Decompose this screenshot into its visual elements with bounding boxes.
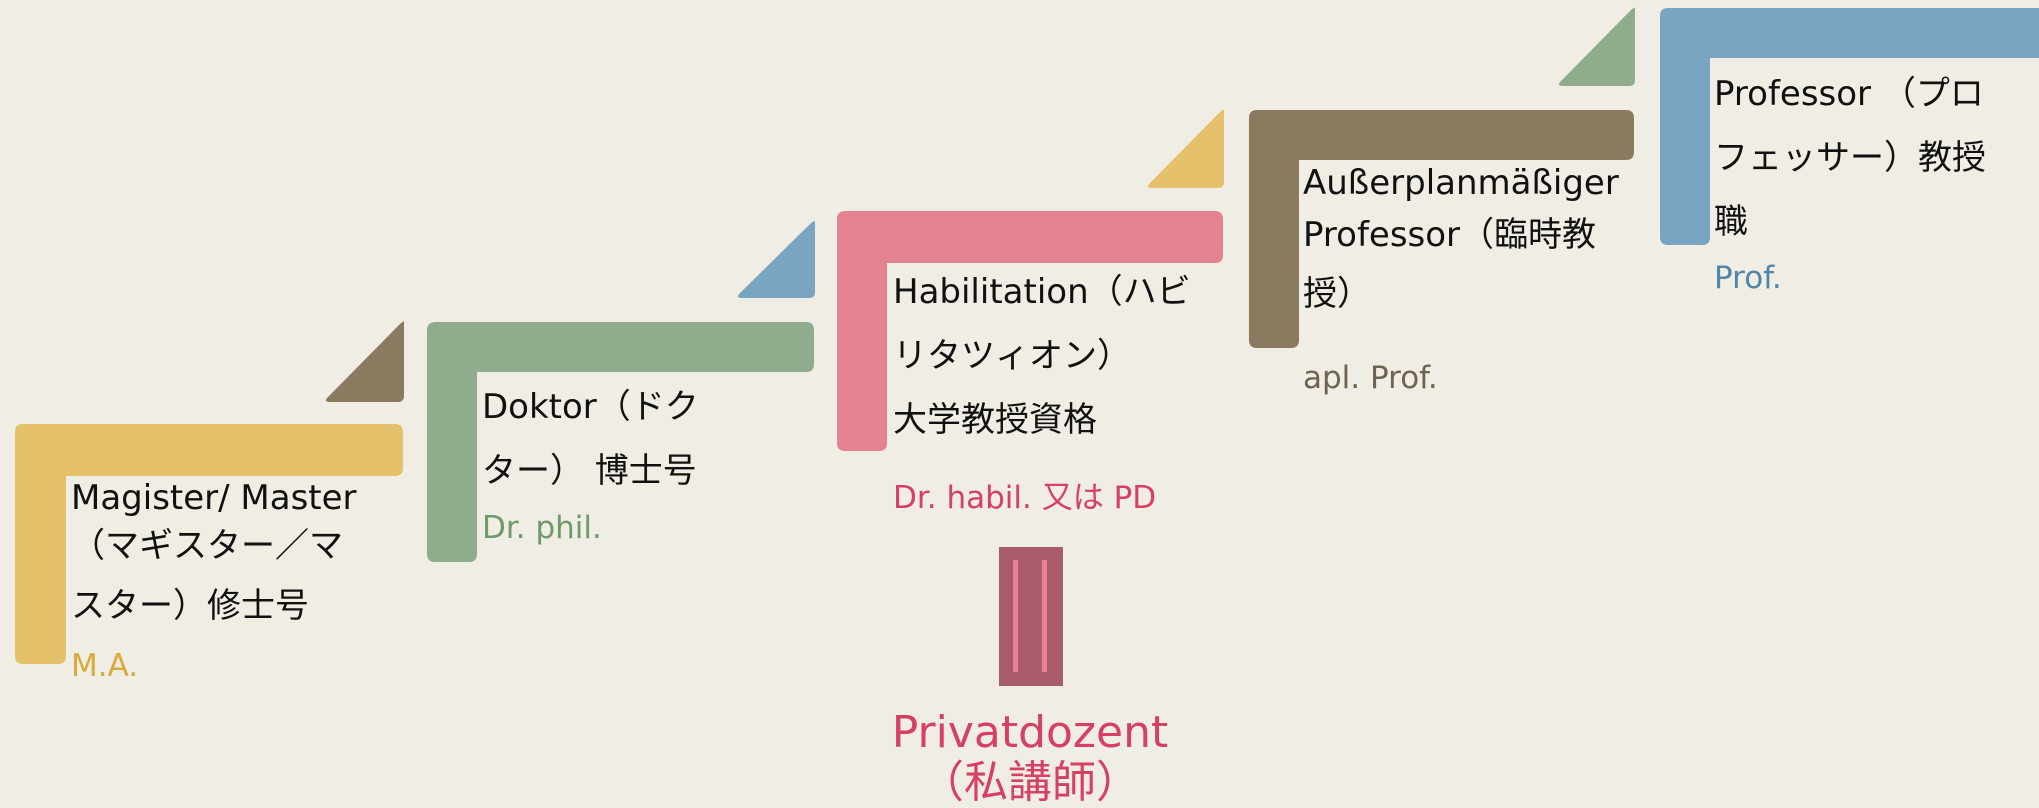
step-prof-title-line-3: 職: [1714, 202, 1748, 242]
step-dr-title-line-1: Doktor（ドク: [482, 387, 699, 427]
step-apl-title-line-1: Außerplanmäßiger: [1303, 163, 1619, 203]
step-dr-triangle: [737, 221, 815, 298]
step-prof-bracket: [1660, 8, 2039, 245]
step-habil-triangle: [1147, 109, 1224, 188]
step-apl-title-line-2: Professor（臨時教: [1303, 215, 1597, 255]
privatdozent-label: Privatdozent （私講師）: [880, 708, 1180, 808]
step-habil-abbr: Dr. habil. 又は PD: [893, 480, 1157, 516]
privatdozent-label-line-1: Privatdozent: [891, 707, 1169, 758]
step-dr-bracket: [427, 322, 814, 562]
step-dr-title-line-2: ター） 博士号: [482, 451, 697, 491]
step-habil-title-line-1: Habilitation（ハビ: [893, 272, 1191, 312]
privatdozent-column: [999, 547, 1063, 686]
step-habil-bracket: [837, 211, 1223, 451]
step-habil-title-line-2: リタツィオン）: [893, 336, 1131, 376]
step-apl-bracket: [1249, 110, 1634, 348]
step-ma-title: Magister/ Master （マギスター／マ スター）修士号: [71, 466, 357, 636]
step-ma-triangle: [325, 321, 404, 402]
step-prof-abbr: Prof.: [1714, 260, 1782, 296]
step-apl-abbr: apl. Prof.: [1303, 360, 1438, 396]
privatdozent-label-line-2: （私講師）: [920, 757, 1140, 808]
privatdozent-column-stripe-left: [1013, 560, 1018, 672]
step-habil-title-line-3: 大学教授資格: [893, 400, 1097, 440]
step-ma-abbr: M.A.: [71, 648, 139, 684]
step-ma-title-line-1: Magister/ Master: [71, 478, 357, 518]
step-prof-title: Professor （プロ フェッサー）教授 職: [1714, 62, 1986, 254]
step-apl-title-line-3: 授）: [1303, 274, 1371, 314]
step-habil-title: Habilitation（ハビ リタツィオン） 大学教授資格: [893, 260, 1191, 452]
step-ma-title-line-3: スター）修士号: [71, 586, 309, 626]
step-dr-title: Doktor（ドク ター） 博士号: [482, 375, 699, 503]
step-apl-title: Außerplanmäßiger Professor（臨時教 授）: [1303, 158, 1619, 326]
step-ma-title-line-2: （マギスター／マ: [71, 526, 343, 566]
privatdozent-column-stripe-right: [1042, 560, 1047, 672]
step-prof-title-line-1: Professor （プロ: [1714, 74, 1984, 114]
step-apl-triangle: [1558, 7, 1635, 86]
step-ma-bracket: [15, 424, 403, 664]
step-prof-title-line-2: フェッサー）教授: [1714, 138, 1986, 178]
step-dr-abbr: Dr. phil.: [482, 510, 602, 546]
